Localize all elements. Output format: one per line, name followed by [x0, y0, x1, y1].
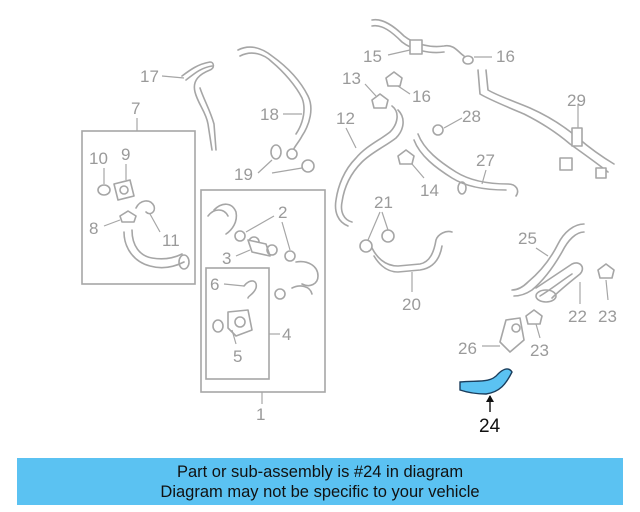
leader-13	[364, 83, 377, 97]
callout-18: 18	[260, 105, 279, 124]
callout-26: 26	[458, 339, 477, 358]
leader-11	[149, 213, 161, 233]
callout-22: 22	[568, 307, 587, 326]
part-24-hose	[459, 368, 513, 395]
callout-27: 27	[476, 151, 495, 170]
callout-1: 1	[256, 405, 265, 424]
callout-23a: 23	[598, 307, 617, 326]
part-5-fitting	[227, 309, 253, 337]
part-19-oring	[270, 144, 282, 160]
callout-12: 12	[336, 109, 355, 128]
part-8-clamp	[119, 210, 137, 223]
group-box-7	[81, 130, 196, 285]
part-25-hose	[511, 223, 585, 291]
callout-14: 14	[420, 181, 439, 200]
banner-line-part: Part or sub-assembly is #24 in diagram	[176, 462, 464, 481]
callout-2: 2	[278, 203, 287, 222]
part-21-oring	[359, 239, 373, 253]
callout-20: 20	[402, 295, 421, 314]
leader-17	[161, 75, 185, 79]
part-2-hose	[213, 203, 238, 235]
callout-19: 19	[234, 165, 253, 184]
banner-line-disclaimer: Diagram may not be specific to your vehi…	[160, 482, 480, 501]
callout-8: 8	[89, 219, 98, 238]
part-14-clamp	[397, 149, 415, 165]
leader-21	[367, 211, 381, 241]
group-box-1	[200, 189, 326, 393]
part-29-rail	[477, 69, 609, 173]
leader-2b	[281, 221, 291, 251]
leader-5	[231, 329, 237, 345]
leader-23b	[535, 323, 541, 339]
leader-3	[235, 249, 251, 257]
callout-6: 6	[210, 275, 219, 294]
part-17-hose	[181, 61, 215, 151]
callout-9: 9	[121, 145, 130, 164]
leader-23a	[605, 279, 609, 301]
part-23-clamp-b	[525, 309, 543, 325]
part-9-fitting	[113, 179, 135, 201]
part-22-hose	[535, 262, 584, 299]
leader-27	[481, 169, 487, 185]
part-16-clamp	[462, 55, 474, 65]
part-27-pipe	[417, 133, 519, 197]
callout-24: 24	[479, 416, 501, 437]
callout-3: 3	[222, 249, 231, 268]
part-26-fitting	[499, 317, 525, 353]
callout-10: 10	[89, 149, 108, 168]
callout-16b: 16	[412, 87, 431, 106]
leader-12	[345, 127, 357, 149]
part-12-hose	[334, 105, 398, 227]
callout-15: 15	[363, 47, 382, 66]
callout-28: 28	[462, 107, 481, 126]
callout-21: 21	[374, 193, 393, 212]
part-11-pipe	[135, 200, 156, 215]
part-28-oring	[432, 124, 444, 136]
callout-17: 17	[140, 67, 159, 86]
callout-5: 5	[233, 347, 242, 366]
leader-6	[223, 283, 245, 287]
leader-24-arrow	[486, 395, 494, 402]
leader-14	[411, 163, 425, 179]
part-23-clamp	[597, 263, 615, 279]
part-20-pipe	[371, 230, 453, 267]
group-box-4	[205, 267, 270, 380]
callout-11: 11	[162, 231, 180, 250]
part-10-oring	[97, 184, 111, 196]
leader-2a	[245, 215, 275, 233]
callout-7: 7	[131, 99, 140, 118]
part-13-clamp	[371, 93, 389, 109]
part-18-hose	[237, 46, 312, 157]
leader-16b	[397, 85, 411, 95]
part-16-clamp-b	[385, 71, 403, 87]
callout-25: 25	[518, 229, 537, 248]
callout-13: 13	[342, 69, 361, 88]
part-5-oring	[212, 319, 224, 333]
leader-15	[387, 49, 411, 56]
leader-19	[257, 159, 273, 174]
callout-23b: 23	[530, 341, 549, 360]
part-6-pipe	[243, 280, 258, 299]
part-7-hose	[123, 231, 185, 269]
callout-4: 4	[282, 325, 291, 344]
leader-28	[443, 117, 463, 129]
leader-8	[103, 219, 121, 227]
leader-25	[535, 247, 549, 257]
callout-29: 29	[567, 91, 586, 110]
parts-diagram: 1 2 3 4 5 6 7 8 9 10 11 12 13 14 15 16 1…	[81, 18, 617, 437]
info-banner: Part or sub-assembly is #24 in diagram D…	[17, 458, 623, 505]
callout-16a: 16	[496, 47, 515, 66]
